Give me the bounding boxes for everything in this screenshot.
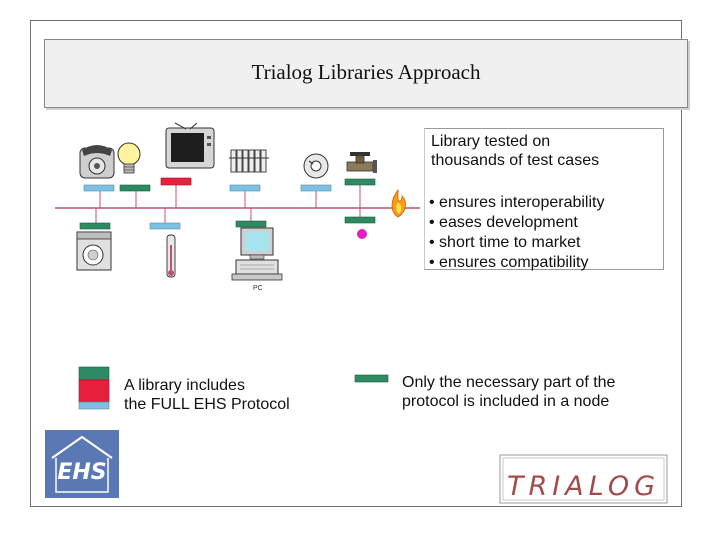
- pc-label: PC: [253, 285, 263, 292]
- list-item: • ensures compatibility: [429, 254, 589, 271]
- ehs-logo-text: EHS: [57, 460, 107, 485]
- thermostat-dial-icon: [303, 153, 329, 179]
- thermometer-icon: [166, 234, 176, 278]
- node-bar-partial: [344, 178, 376, 186]
- node-bar-partial: [235, 220, 267, 228]
- list-item: • ensures interoperability: [429, 194, 605, 211]
- radiator-icon: [229, 149, 269, 173]
- telephone-icon: [79, 145, 115, 179]
- legend-full-library-swatch: [78, 366, 110, 410]
- ehs-logo-icon: [45, 430, 119, 498]
- washing-machine-icon: [76, 231, 112, 271]
- benefits-list: • ensures interoperability • eases devel…: [429, 193, 604, 273]
- flame-icon: [391, 188, 406, 218]
- computer-icon: [231, 227, 283, 281]
- node-bar-partial: [119, 184, 151, 192]
- node-bar-partial: [344, 216, 376, 224]
- node-bar-full: [149, 222, 181, 230]
- title-box: [44, 39, 688, 108]
- magenta-node: [357, 229, 367, 239]
- node-bar-full: [229, 184, 261, 192]
- trialog-logo-frame: [499, 454, 668, 504]
- top-connectors: [95, 185, 361, 223]
- legend-full-text: A library includes the FULL EHS Protocol: [124, 377, 290, 413]
- trialog-logo-text: TRIALOG: [506, 471, 661, 502]
- light-bulb-icon: [117, 142, 141, 174]
- water-valve-icon: [346, 152, 377, 173]
- television-icon: [165, 122, 215, 169]
- info-box: [424, 128, 664, 270]
- node-bar-full: [300, 184, 332, 192]
- node-bar-red: [160, 177, 192, 186]
- legend-partial-swatch: [354, 374, 389, 383]
- info-heading: Library tested on thousands of test case…: [431, 133, 600, 169]
- list-item: • short time to market: [429, 234, 581, 251]
- node-bar-full: [83, 184, 115, 192]
- node-bar-partial: [79, 222, 111, 230]
- list-item: • eases development: [429, 214, 578, 231]
- slide-title: Trialog Libraries Approach: [251, 60, 481, 84]
- legend-partial-text: Only the necessary part of the protocol …: [402, 374, 616, 410]
